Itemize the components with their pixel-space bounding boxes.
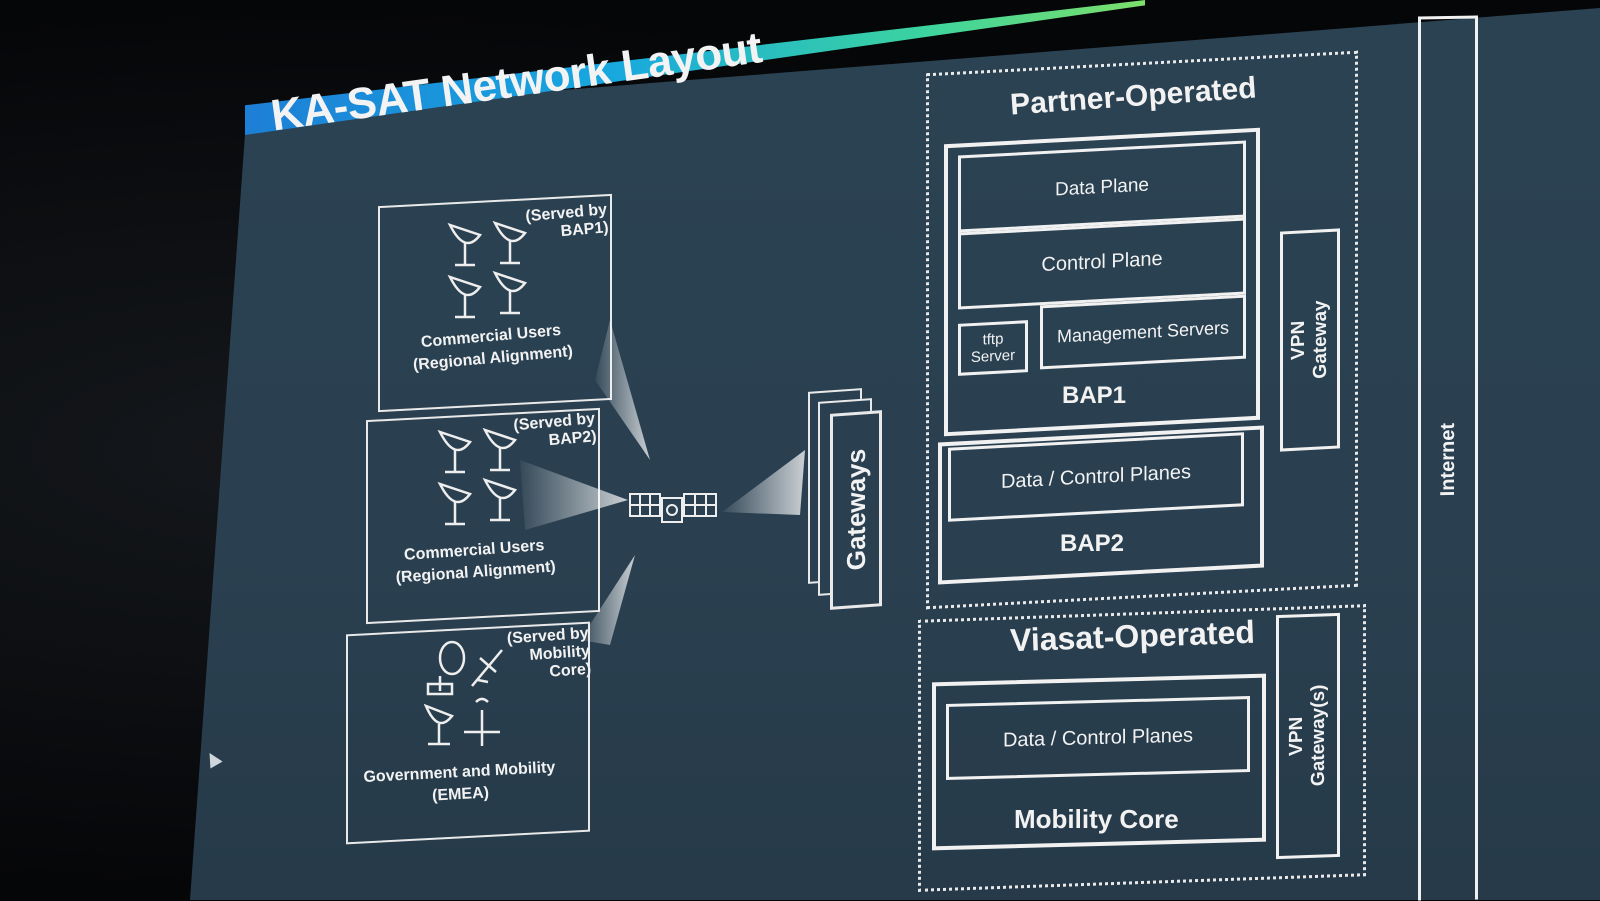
mobility-icons: [423, 640, 503, 746]
vpn-gateways-label: VPN Gateway(s): [1286, 685, 1330, 788]
satellite-dish-icon: [426, 640, 466, 696]
partner-vpn-gateway-box: VPN Gateway: [1280, 228, 1340, 452]
vpn-line: VPN: [1288, 320, 1309, 361]
bap1-label: BAP1: [1062, 382, 1127, 409]
satellite-icon: [629, 493, 717, 523]
gateways-box: Gateways: [830, 410, 882, 610]
internet-box: Internet: [1418, 15, 1478, 901]
viasat-planes-box: Data / Control Planes: [946, 696, 1250, 780]
vpn-gateway-label: VPN Gateway: [1288, 300, 1332, 380]
tftp-server-box: tftp Server: [958, 320, 1028, 376]
control-plane-box: Control Plane: [958, 214, 1246, 310]
satellite-dish-icon: [423, 703, 455, 746]
satellite-beams: [520, 320, 805, 645]
gateways-label: Gateways: [840, 448, 871, 572]
viasat-vpn-gateways-box: VPN Gateway(s): [1276, 612, 1340, 860]
dish-cluster-1: [447, 220, 528, 319]
satellite-dish-icon: [482, 477, 518, 522]
management-servers-box: Management Servers: [1040, 294, 1246, 370]
projection-screen: [190, 8, 1600, 900]
satellite-dish-icon: [437, 429, 473, 474]
satellite-dish-icon: [492, 270, 528, 315]
satellite-dish-icon: [437, 481, 473, 526]
vpn-line: Gateway: [1310, 299, 1331, 380]
beam-to-group-1: [595, 320, 650, 460]
satellite-dish-icon: [447, 222, 483, 267]
beam-to-gateways: [722, 450, 805, 515]
beam-to-group-3: [580, 555, 635, 645]
bap2-planes-box: Data / Control Planes: [948, 432, 1244, 522]
satellite-dish-icon: [482, 427, 518, 472]
dish-cluster-2: [437, 427, 518, 526]
vpn-line: VPN: [1286, 716, 1307, 757]
satellite-dish-icon: [447, 274, 483, 319]
tftp-line: tftp: [982, 330, 1004, 349]
internet-label: Internet: [1436, 422, 1459, 497]
satellite-dish-icon: [492, 220, 528, 265]
tftp-line: Server: [970, 346, 1016, 367]
mobility-core-label: Mobility Core: [1014, 804, 1179, 834]
beam-to-group-2: [520, 460, 628, 530]
drone-icon: [464, 697, 500, 746]
airplane-icon: [471, 649, 503, 687]
vpn-line: Gateway(s): [1308, 684, 1329, 787]
bap2-label: BAP2: [1060, 530, 1125, 557]
